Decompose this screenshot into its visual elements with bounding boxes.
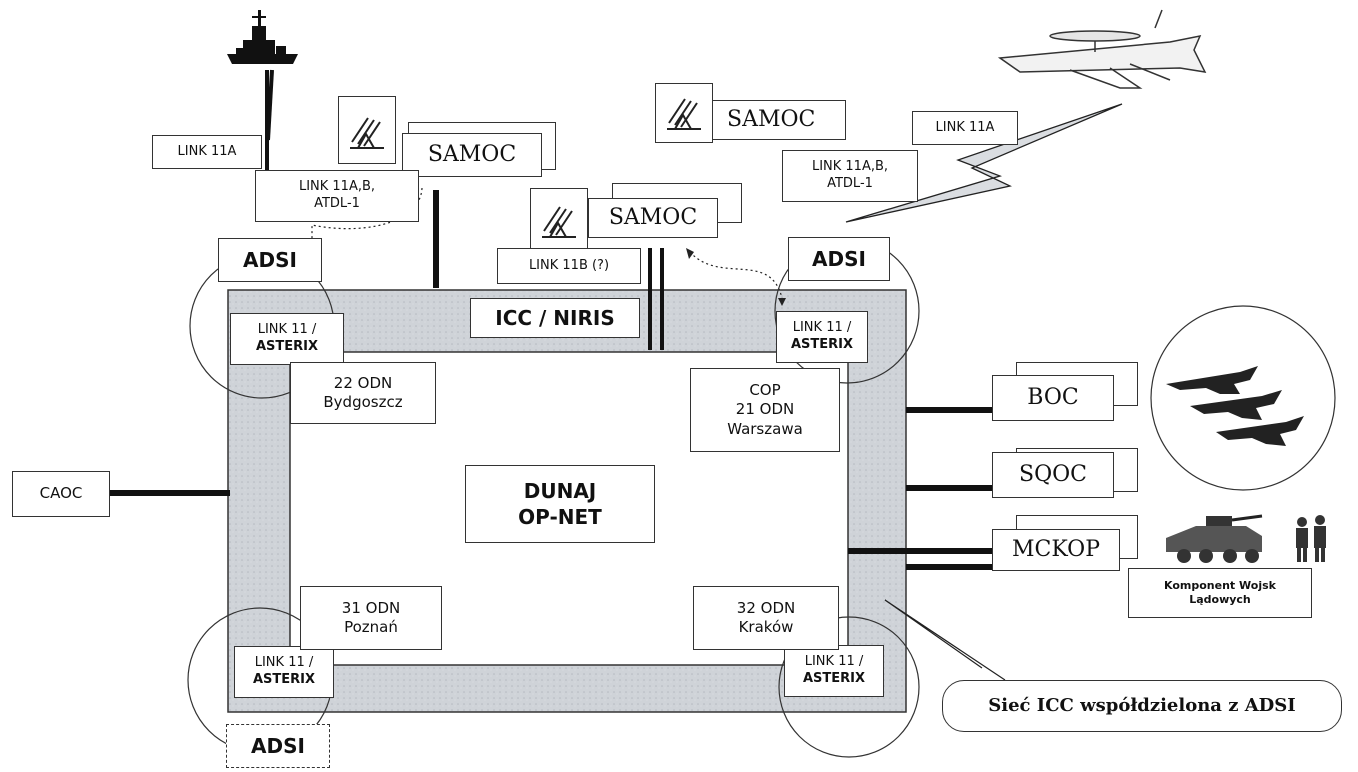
odn32-line1: 32 ODN — [737, 599, 795, 619]
asterix-br-line1: LINK 11 / — [805, 654, 864, 671]
link11ab-right-box: LINK 11A,B, ATDL-1 — [782, 150, 918, 202]
samoc-top-label: SAMOC — [727, 106, 815, 135]
adsi-top-right-box: ADSI — [788, 237, 890, 281]
sqoc-box: SQOC — [992, 452, 1114, 498]
asterix-tr-line2: ASTERIX — [791, 337, 853, 354]
samoc-left-label: SAMOC — [428, 141, 516, 170]
soldiers-icon — [1296, 515, 1326, 562]
asterix-top-left-box: LINK 11 / ASTERIX — [230, 313, 344, 365]
odn31-line2: Poznań — [344, 618, 398, 638]
odn22-box: 22 ODN Bydgoszcz — [290, 362, 436, 424]
asterix-bl-line2: ASTERIX — [253, 672, 315, 689]
central-line2: OP-NET — [518, 504, 602, 530]
caoc-label: CAOC — [40, 484, 83, 504]
odn22-line1: 22 ODN — [334, 374, 392, 394]
odn31-line1: 31 ODN — [342, 599, 400, 619]
asterix-br-line2: ASTERIX — [803, 671, 865, 688]
asterix-bl-line1: LINK 11 / — [255, 655, 314, 672]
mckop-box: MCKOP — [992, 529, 1120, 571]
link11a-right-label: LINK 11A — [936, 120, 995, 137]
callout-box: Sieć ICC współdzielona z ADSI — [942, 680, 1342, 732]
callout-label: Sieć ICC współdzielona z ADSI — [988, 694, 1295, 717]
odn21-line2: 21 ODN — [736, 400, 794, 420]
odn21-line3: Warszawa — [727, 420, 803, 440]
boc-label: BOC — [1027, 384, 1078, 413]
armored-vehicle-icon — [1166, 516, 1262, 563]
link11a-left-box: LINK 11A — [152, 135, 262, 169]
adsi-top-left-label: ADSI — [243, 247, 297, 273]
samoc-center-box: SAMOC — [588, 198, 718, 238]
asterix-tl-line1: LINK 11 / — [258, 322, 317, 339]
odn21-box: COP 21 ODN Warszawa — [690, 368, 840, 452]
caoc-box: CAOC — [12, 471, 110, 517]
odn21-line1: COP — [749, 381, 780, 401]
samoc-left-box: SAMOC — [402, 133, 542, 177]
link11a-right-box: LINK 11A — [912, 111, 1018, 145]
mckop-label: MCKOP — [1012, 536, 1100, 565]
antenna-icon — [338, 96, 396, 164]
link11ab-right-line2: ATDL-1 — [827, 176, 873, 193]
boc-box: BOC — [992, 375, 1114, 421]
asterix-bottom-right-box: LINK 11 / ASTERIX — [784, 645, 884, 697]
icc-niris-label: ICC / NIRIS — [495, 305, 614, 331]
link11ab-left-line2: ATDL-1 — [314, 196, 360, 213]
link11b-box: LINK 11B (?) — [497, 248, 641, 284]
central-network-box: DUNAJ OP-NET — [465, 465, 655, 543]
antenna-icon — [655, 83, 713, 143]
ship-icon — [227, 10, 298, 64]
adsi-top-right-label: ADSI — [812, 246, 866, 272]
asterix-tr-line1: LINK 11 / — [793, 320, 852, 337]
odn32-line2: Kraków — [739, 618, 794, 638]
icc-niris-box: ICC / NIRIS — [470, 298, 640, 338]
link11ab-left-line1: LINK 11A,B, — [299, 179, 375, 196]
land-component-line2: Lądowych — [1189, 593, 1251, 607]
asterix-tl-line2: ASTERIX — [256, 339, 318, 356]
samoc-center-label: SAMOC — [609, 204, 697, 233]
fighter-jets-icon — [1166, 366, 1304, 446]
odn31-box: 31 ODN Poznań — [300, 586, 442, 650]
link11ab-right-line1: LINK 11A,B, — [812, 159, 888, 176]
asterix-top-right-box: LINK 11 / ASTERIX — [776, 311, 868, 363]
sqoc-label: SQOC — [1019, 461, 1087, 490]
odn22-line2: Bydgoszcz — [323, 393, 402, 413]
adsi-bottom-left-label: ADSI — [251, 733, 305, 759]
antenna-icon — [530, 188, 588, 252]
link11b-label: LINK 11B (?) — [529, 258, 609, 275]
adsi-top-left-box: ADSI — [218, 238, 322, 282]
odn32-box: 32 ODN Kraków — [693, 586, 839, 650]
samoc-top-box: SAMOC — [712, 100, 846, 140]
land-component-line1: Komponent Wojsk — [1164, 579, 1276, 593]
land-component-box: Komponent Wojsk Lądowych — [1128, 568, 1312, 618]
link11a-left-label: LINK 11A — [178, 144, 237, 161]
central-line1: DUNAJ — [524, 478, 597, 504]
adsi-bottom-left-box: ADSI — [226, 724, 330, 768]
link11ab-left-box: LINK 11A,B, ATDL-1 — [255, 170, 419, 222]
aircraft-icon — [1000, 10, 1205, 88]
asterix-bottom-left-box: LINK 11 / ASTERIX — [234, 646, 334, 698]
